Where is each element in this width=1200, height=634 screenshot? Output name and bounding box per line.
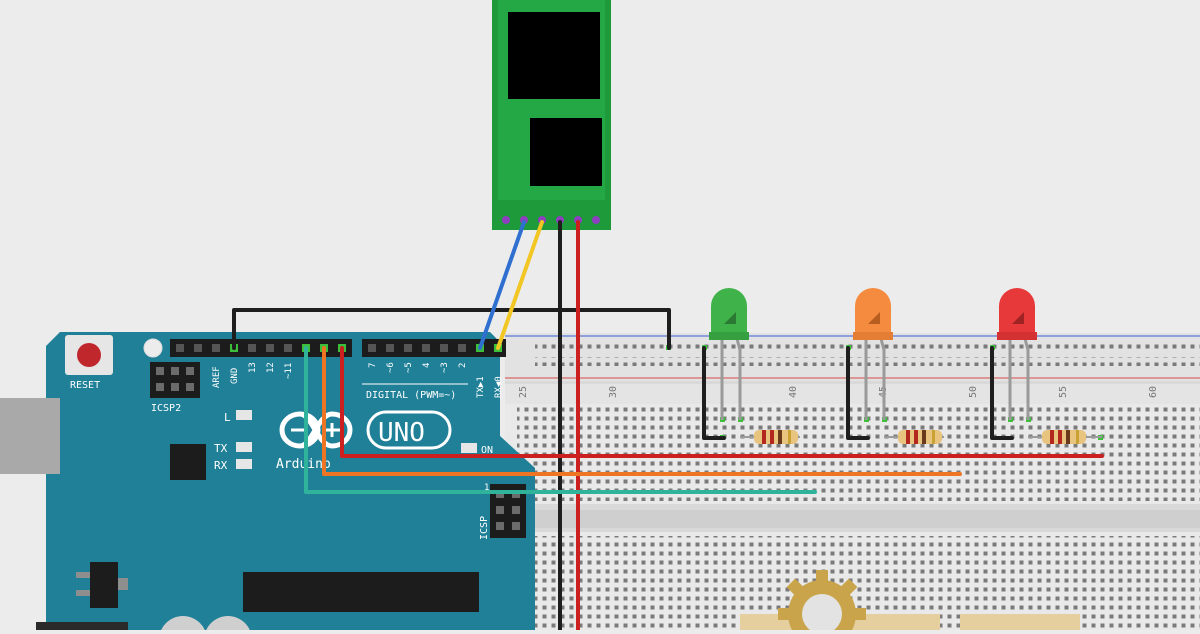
cathode-wire [846, 346, 870, 440]
tx-label: TX [214, 442, 228, 455]
arduino-logo-icon [279, 411, 353, 449]
orange-led-body [855, 288, 891, 338]
column-label: 50 [968, 386, 979, 398]
resistor [884, 430, 944, 444]
pin-label-2: 2 [458, 363, 468, 368]
bluetooth-module [492, 0, 611, 230]
red-led [997, 288, 1037, 420]
icsp2-header [150, 362, 200, 398]
green-led [709, 288, 749, 420]
red-wire [340, 346, 1104, 458]
resistors [740, 430, 1102, 444]
icsp-pin1-label: 1 [484, 483, 489, 493]
uno-badge [366, 410, 452, 450]
mounting-hole [143, 338, 163, 358]
atmega-chip [243, 572, 479, 612]
red-led-body [999, 288, 1035, 338]
pin-label-aref: AREF [212, 366, 222, 388]
module-chip-small [530, 118, 602, 186]
gnd-wire [232, 308, 671, 350]
pin-label-12: 12 [266, 362, 276, 373]
led-tx [236, 442, 252, 452]
pin-label-3: ~3 [440, 362, 450, 373]
header-strip-low [362, 339, 506, 357]
usb-chip [170, 444, 206, 480]
icsp-label: ICSP [479, 516, 490, 540]
center-channel [505, 510, 1200, 528]
pin-label-13: 13 [248, 362, 258, 373]
voltage-regulator [90, 562, 118, 608]
led-l-label: L [224, 411, 231, 424]
led-group [709, 288, 1037, 420]
tx-wire [478, 220, 526, 350]
on-label: ON [481, 445, 493, 456]
column-label: 30 [608, 386, 619, 398]
pin-label-rx0: RX◀0 [494, 376, 504, 398]
column-number-strip [505, 384, 1200, 404]
brand-label: Arduino [276, 457, 331, 472]
reset-button-cap[interactable] [77, 343, 101, 367]
digital-label: DIGITAL (PWM=~) [366, 390, 456, 401]
teal-wire [304, 346, 817, 494]
orange-led [853, 288, 893, 420]
icsp2-label: ICSP2 [151, 403, 181, 414]
module-chip-large [508, 12, 600, 99]
pin-label-tx1: TX▶1 [476, 376, 486, 398]
uno-label: UNO [378, 418, 425, 448]
column-label: 25 [518, 386, 529, 398]
resistor [740, 430, 800, 444]
rx-label: RX [214, 459, 228, 472]
pin-label-gnd: GND [230, 368, 240, 384]
power-jack [36, 622, 128, 632]
cathode-wire [702, 346, 726, 440]
board-pcb [46, 332, 535, 630]
arduino-uno-board: RESET ICSP2 [0, 332, 535, 634]
cathode-wire [990, 346, 1014, 440]
led-rx [236, 459, 252, 469]
led-l [236, 410, 252, 420]
rx-wire [496, 220, 544, 350]
led-on [461, 443, 477, 453]
pin-label-6: ~6 [386, 362, 396, 373]
wires [232, 220, 1104, 632]
column-label: 40 [788, 386, 799, 398]
column-label: 55 [1058, 386, 1069, 398]
pin-label-4: 4 [422, 363, 432, 368]
green-led-body [711, 288, 747, 338]
column-label: 60 [1148, 386, 1159, 398]
pin-label-5: ~5 [404, 362, 414, 373]
reset-label: RESET [70, 380, 100, 391]
resistor [1028, 430, 1102, 444]
terminal-holes-top [517, 405, 1200, 501]
pin-label-11: ~11 [284, 363, 294, 379]
pin-label-7: 7 [368, 363, 378, 368]
orange-wire [322, 346, 962, 476]
gear-logo-icon [740, 570, 1080, 634]
